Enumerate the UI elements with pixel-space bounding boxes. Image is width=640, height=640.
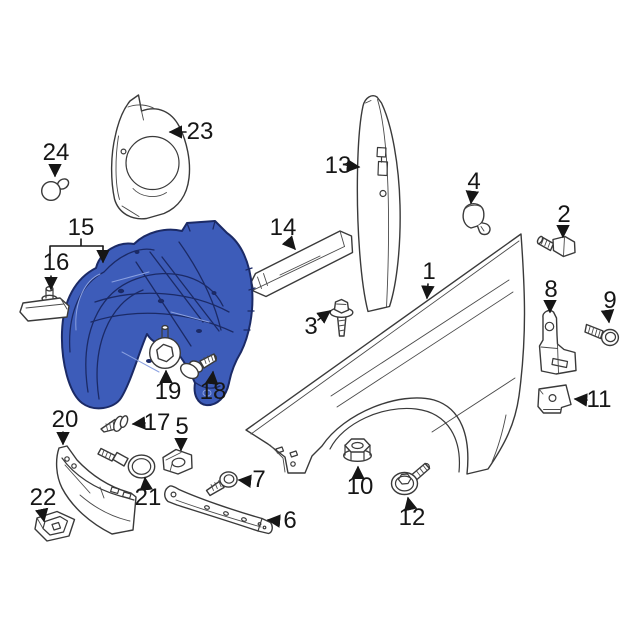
apron-panel-part — [356, 95, 401, 313]
part-callout-3: 3 — [304, 313, 318, 340]
hex-bolt-part-2 — [536, 235, 576, 258]
part-callout-17: 17 — [143, 409, 171, 436]
part-callout-22: 22 — [29, 484, 57, 511]
part-callout-2: 2 — [557, 201, 571, 228]
fender-bracket-part-8 — [538, 309, 577, 375]
part-callout-18: 18 — [199, 378, 227, 405]
part-callout-7: 7 — [252, 466, 266, 493]
push-pin-part-17 — [100, 415, 129, 433]
stud-bracket-part-16 — [19, 285, 70, 322]
part-callout-10: 10 — [346, 473, 374, 500]
brace-rail-part-6 — [164, 485, 273, 535]
washer-screw-part-12 — [390, 462, 431, 496]
part-callout-16: 16 — [42, 249, 70, 276]
push-rivet-part-18 — [179, 353, 218, 380]
callout-arrows — [34, 125, 615, 528]
plate-bracket-part-11 — [537, 384, 572, 414]
part-callout-19: 19 — [154, 378, 182, 405]
part-callout-8: 8 — [544, 276, 558, 303]
part-callout-11: 11 — [586, 386, 612, 413]
pan-screw-part-9 — [584, 323, 620, 347]
splash-shield-part — [110, 94, 191, 220]
push-pin-part-24 — [41, 178, 70, 201]
cap-nut-part-4 — [462, 203, 491, 236]
part-callout-20: 20 — [51, 406, 79, 433]
part-callout-24: 24 — [42, 139, 70, 166]
part-callout-23: 23 — [186, 118, 214, 145]
part-callout-1: 1 — [422, 258, 436, 285]
part-callout-5: 5 — [175, 413, 189, 440]
retainer-clip-part-22 — [34, 510, 76, 542]
part-callout-14: 14 — [269, 214, 297, 241]
flange-bolt-part-3 — [329, 298, 354, 337]
insulator-pad-part — [250, 230, 354, 298]
part-callout-15: 15 — [67, 214, 95, 241]
part-callout-6: 6 — [283, 507, 297, 534]
part-callout-12: 12 — [398, 504, 426, 531]
washer-bolt-part-21 — [97, 447, 156, 479]
part-callout-21: 21 — [134, 484, 162, 511]
fender-panel-part — [245, 233, 526, 475]
washer-bolt-part-19 — [148, 324, 181, 370]
washer-screw-part-7 — [205, 471, 238, 497]
clip-nut-part-5 — [162, 448, 193, 475]
part-callout-9: 9 — [603, 287, 617, 314]
reinforcement-bracket-part-20 — [55, 445, 137, 535]
flange-nut-part-10 — [343, 438, 373, 463]
part-callout-4: 4 — [467, 168, 481, 195]
part-callout-13: 13 — [324, 152, 352, 179]
